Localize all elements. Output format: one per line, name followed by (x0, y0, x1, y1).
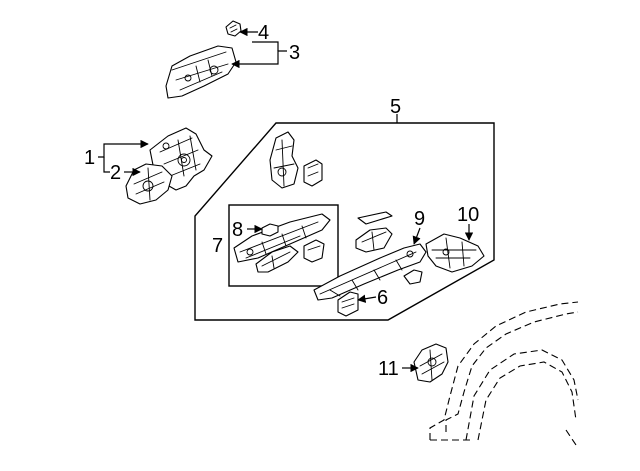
callout-11: 11 (378, 358, 399, 380)
callout-5: 5 (390, 96, 401, 118)
part-10-bracket (425, 233, 485, 273)
part-8-clip (261, 223, 279, 237)
group-7-frame (228, 204, 339, 287)
callout-3-leader (231, 41, 287, 69)
part-9-side-rail (313, 243, 427, 301)
fender-outline (429, 301, 579, 449)
part-2-bracket (125, 163, 173, 205)
group-5-frame (194, 122, 495, 321)
callout-1-leader (98, 139, 149, 173)
callout-9: 9 (414, 208, 425, 230)
callout-7: 7 (212, 235, 223, 257)
callout-10: 10 (457, 204, 479, 226)
part-5-upper-bracket (269, 131, 299, 189)
callout-6: 6 (377, 287, 388, 309)
part-4-clip (225, 20, 242, 37)
part-6-mount (337, 291, 359, 317)
part-7-lower-rail (255, 245, 299, 273)
callout-8: 8 (232, 219, 243, 241)
callout-1: 1 (84, 147, 95, 169)
part-7-bracket (303, 239, 325, 263)
part-9-upper-brace (355, 211, 393, 253)
part-9-small-block (403, 269, 423, 285)
part-3-bracket (165, 45, 237, 99)
part-5-small-clip (303, 159, 323, 187)
callout-3: 3 (289, 42, 300, 64)
callout-2: 2 (110, 162, 121, 184)
part-7-rail (233, 213, 331, 263)
callout-4: 4 (258, 22, 269, 44)
callout-6-leader (357, 294, 377, 303)
part-11-bracket (413, 343, 449, 383)
callout-9-leader (412, 227, 421, 245)
